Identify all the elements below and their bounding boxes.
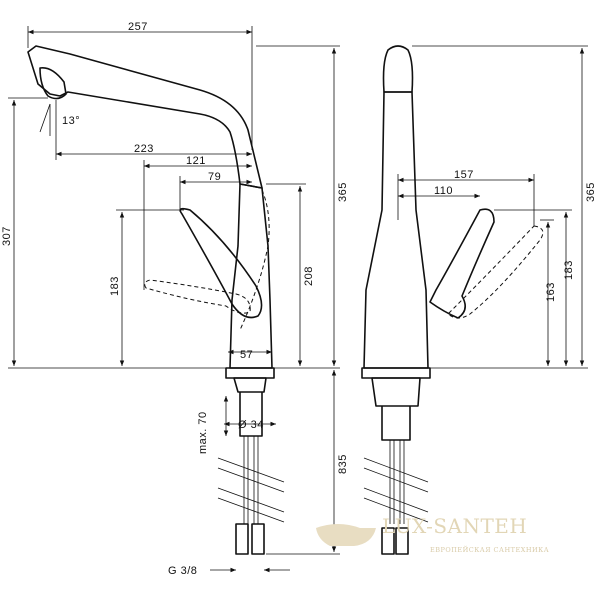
dim-163: 163	[545, 282, 557, 302]
dim-34: Ø 34	[238, 419, 264, 431]
dim-57: 57	[240, 349, 253, 361]
side-hose-fitting-left	[381, 527, 395, 555]
supply-hose-right	[253, 436, 259, 524]
front-view	[27, 45, 285, 555]
watermark-brand: LUX-SANTEH	[382, 514, 527, 538]
side-dimensions	[397, 45, 588, 369]
side-view	[361, 45, 544, 555]
side-hose-fitting-right	[395, 527, 409, 555]
lever-handle	[179, 207, 263, 319]
side-hoses	[389, 440, 405, 524]
dim-365-side: 365	[585, 182, 597, 202]
hose-fitting-right	[251, 523, 265, 555]
dim-79: 79	[208, 171, 221, 183]
spout-arm	[27, 45, 263, 189]
dim-223: 223	[134, 143, 154, 155]
watermark-tagline: ЕВРОПЕЙСКАЯ САНТЕХНИКА	[430, 545, 549, 554]
dim-257: 257	[128, 21, 148, 33]
dim-307: 307	[1, 226, 13, 246]
dim-thread: G 3/8	[168, 565, 197, 577]
side-spout-head	[382, 45, 414, 93]
side-lever	[429, 208, 495, 319]
dim-157: 157	[454, 169, 474, 181]
dim-max70: max. 70	[197, 411, 209, 454]
side-base-plate	[361, 367, 431, 379]
side-lever-alternate	[447, 225, 544, 319]
base-plate	[225, 367, 275, 379]
dim-angle: 13°	[62, 115, 80, 127]
hose-break-lines	[217, 457, 285, 523]
faucet-body	[229, 183, 273, 369]
dim-183-front: 183	[109, 276, 121, 296]
side-shank	[371, 377, 421, 441]
mounting-shank	[233, 377, 267, 437]
supply-hose-left	[243, 436, 249, 524]
side-hose-break-lines	[363, 457, 429, 523]
aerator	[39, 66, 67, 100]
dim-365-front: 365	[337, 182, 349, 202]
dim-835: 835	[337, 454, 349, 474]
dim-110: 110	[434, 185, 453, 197]
spout-alternate-outline	[239, 189, 270, 331]
side-body	[363, 91, 429, 369]
watermark-bathtub-logo	[316, 524, 376, 546]
front-dimensions	[8, 26, 340, 573]
hose-fitting-left	[235, 523, 249, 555]
watermark: LUX-SANTEH ЕВРОПЕЙСКАЯ САНТЕХНИКА	[316, 514, 549, 554]
dimension-labels: 257 13° 223 121 79 365 307 183 208 57 Ø …	[1, 21, 597, 577]
dim-208: 208	[303, 266, 315, 286]
dim-121: 121	[186, 155, 206, 167]
dim-183-side: 183	[563, 260, 575, 280]
